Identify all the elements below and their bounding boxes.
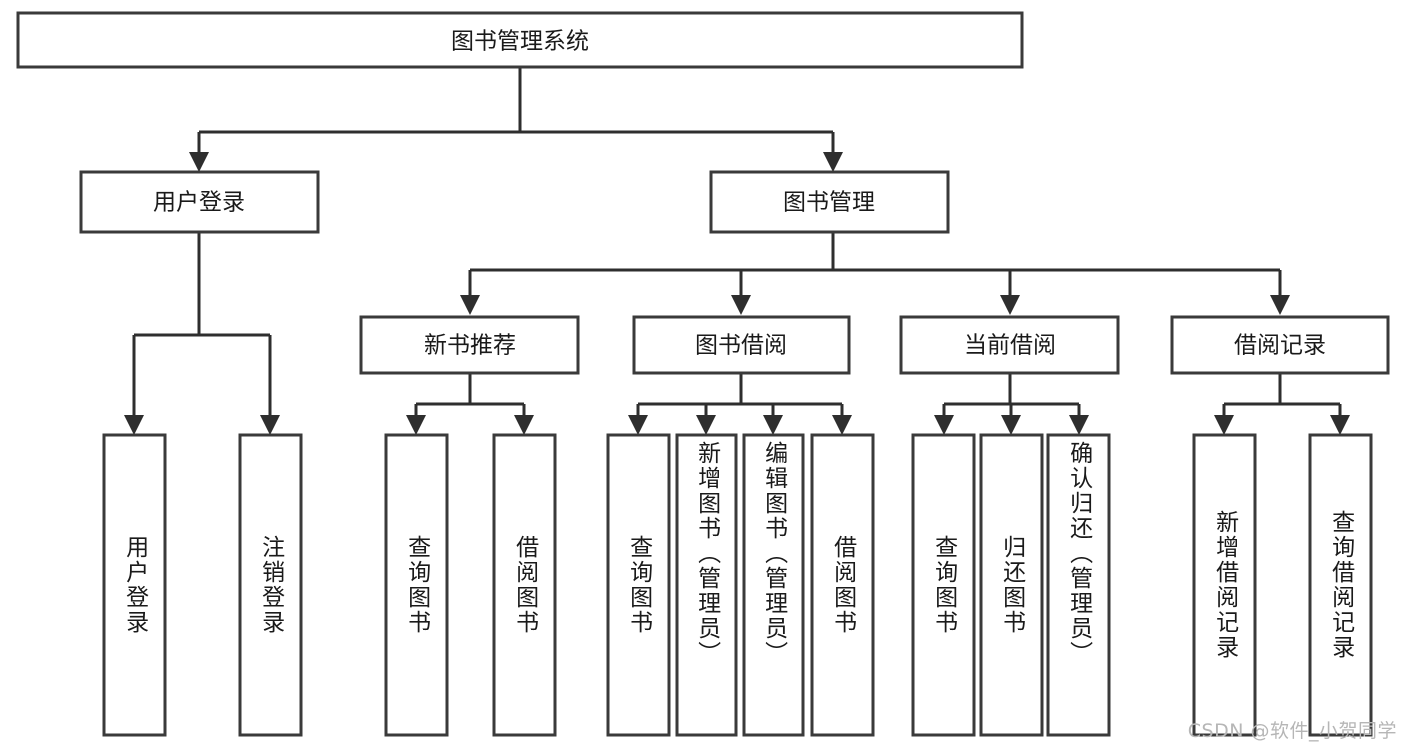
node-borrow-records-label: 借阅记录	[1234, 333, 1326, 359]
connector-borrow-to-leaves	[628, 373, 852, 435]
node-user-login[interactable]: 用户登录	[79, 170, 320, 234]
connector-userlogin-to-leaves	[124, 232, 280, 435]
leaf-box-return-book[interactable]	[979, 433, 1044, 737]
leaf-box-add-record[interactable]	[1192, 433, 1257, 737]
node-root-label: 图书管理系统	[451, 29, 589, 55]
node-current-borrow-label: 当前借阅	[964, 333, 1056, 359]
node-current-borrow[interactable]: 当前借阅	[899, 315, 1120, 375]
connector-newbook-to-leaves	[406, 373, 534, 435]
leaf-box-query-book-1[interactable]	[384, 433, 449, 737]
node-book-borrow[interactable]: 图书借阅	[632, 315, 851, 375]
leaf-box-borrow-book-1[interactable]	[492, 433, 557, 737]
leaf-box-confirm-return[interactable]	[1046, 433, 1111, 737]
leaf-box-query-book-2[interactable]	[606, 433, 671, 737]
leaf-box-add-book[interactable]	[675, 433, 738, 737]
leaf-box-query-book-3[interactable]	[911, 433, 976, 737]
node-new-book-recommend-label: 新书推荐	[424, 333, 516, 359]
node-new-book-recommend[interactable]: 新书推荐	[359, 315, 580, 375]
connector-bookmgmt-to-level3	[460, 232, 1290, 315]
node-book-management[interactable]: 图书管理	[709, 170, 950, 234]
node-root[interactable]: 图书管理系统	[16, 11, 1024, 69]
node-user-login-label: 用户登录	[153, 190, 245, 216]
leaf-box-user-login[interactable]	[102, 433, 167, 737]
leaf-box-edit-book[interactable]	[742, 433, 805, 737]
connector-records-to-leaves	[1214, 373, 1350, 435]
leaf-box-query-record[interactable]	[1308, 433, 1373, 737]
connector-root-to-level2	[189, 67, 843, 172]
node-book-management-label: 图书管理	[783, 190, 875, 216]
watermark-text: CSDN @软件_小贺同学	[1187, 720, 1397, 742]
node-borrow-records[interactable]: 借阅记录	[1170, 315, 1390, 375]
connector-current-to-leaves	[934, 373, 1089, 435]
leaf-box-borrow-book-2[interactable]	[810, 433, 875, 737]
node-book-borrow-label: 图书借阅	[695, 333, 787, 359]
leaf-box-logout[interactable]	[238, 433, 303, 737]
